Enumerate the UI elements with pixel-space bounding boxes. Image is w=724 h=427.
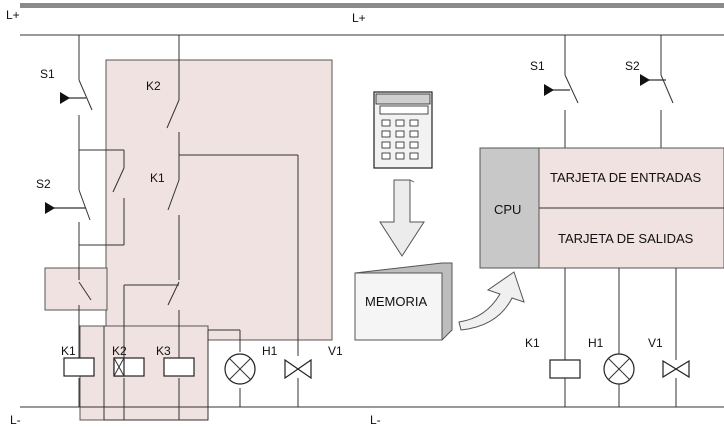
coil-k3-icon — [163, 357, 195, 377]
down-arrow-icon — [379, 179, 425, 257]
coil-label-k2: K2 — [112, 344, 127, 358]
valve-v1-icon — [284, 358, 300, 380]
shaded-area-left — [44, 267, 108, 311]
input-card-label: TARJETA DE ENTRADAS — [550, 170, 702, 185]
plc-output-label-v1: V1 — [648, 336, 663, 350]
switch-label-s2: S2 — [36, 177, 51, 191]
cpu-label: CPU — [494, 202, 521, 217]
output-card-label: TARJETA DE SALIDAS — [558, 231, 694, 246]
rail-label-left-bottom: L- — [10, 413, 21, 427]
center-flow: L+ L- MEMORIA — [352, 11, 525, 427]
contact-label-k2: K2 — [146, 79, 161, 93]
plc-s2-arrow-icon — [640, 74, 650, 86]
rail-label-left-top: L+ — [6, 8, 20, 22]
programming-console-icon — [373, 91, 433, 169]
memory-label: MEMORIA — [365, 294, 427, 309]
plc-s1-arrow-icon — [544, 84, 554, 96]
plc-output-label-h1: H1 — [588, 336, 604, 350]
lamp-label-h1: H1 — [262, 344, 278, 358]
s1-arrow-icon — [60, 92, 70, 104]
plc-input-label-s1: S1 — [530, 59, 545, 73]
valve-label-v1: V1 — [328, 344, 343, 358]
plc-output-label-k1: K1 — [525, 336, 540, 350]
memory-block — [354, 272, 443, 341]
top-border-bar — [20, 3, 724, 8]
rail-label-center-top: L+ — [352, 11, 366, 25]
plc-valve-v1-icon — [662, 359, 678, 379]
shaded-area-main — [105, 59, 333, 341]
switch-label-s1: S1 — [40, 67, 55, 81]
rail-label-center-bottom: L- — [370, 413, 381, 427]
coil-label-k1: K1 — [61, 344, 76, 358]
plc-circuit: CPU TARJETA DE ENTRADAS TARJETA DE SALID… — [479, 35, 724, 407]
cpu-block — [479, 147, 540, 269]
plc-input-label-s2: S2 — [625, 59, 640, 73]
s2-arrow-icon — [45, 202, 55, 214]
plc-coil-k1-icon — [549, 359, 581, 379]
contact-label-k1: K1 — [150, 171, 165, 185]
coil-k1-icon — [63, 357, 95, 377]
relay-circuit: L+ S1 K2 K1 S2 K1 K2 K3 H1 V1 L- — [6, 8, 724, 427]
coil-label-k3: K3 — [156, 344, 171, 358]
curved-up-arrow-icon — [458, 271, 525, 331]
